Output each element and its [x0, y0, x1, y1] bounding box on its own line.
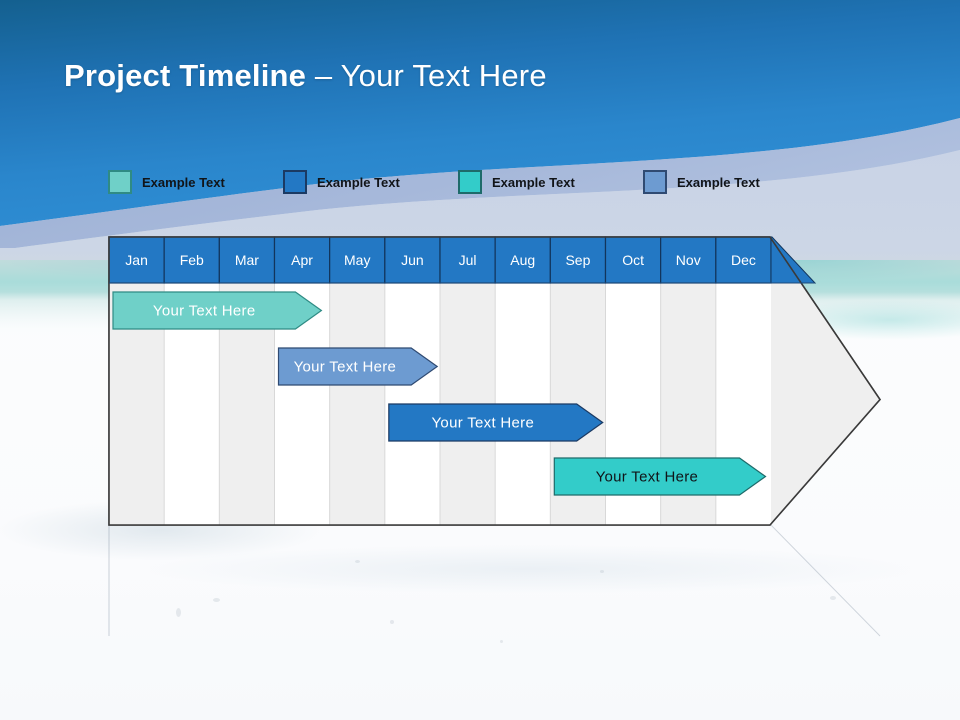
sand-speck [500, 640, 503, 643]
legend-item-label: Example Text [142, 174, 225, 190]
legend-swatch-icon [643, 170, 667, 194]
month-header-label: Jul [459, 252, 477, 268]
sand-speck [390, 620, 394, 624]
page-title-separator: – [306, 58, 341, 93]
legend-swatch-icon [283, 170, 307, 194]
timeline-bar[interactable]: Your Text Here [388, 403, 604, 442]
month-header-label: Jan [125, 252, 148, 268]
header-corner-wedge [770, 236, 817, 284]
timeline-bar[interactable]: Your Text Here [112, 291, 323, 330]
sand-speck [213, 598, 220, 602]
month-header-label: Oct [622, 252, 644, 268]
legend-swatch-icon [458, 170, 482, 194]
timeline-arrow-outline [108, 236, 882, 526]
month-header-label: Feb [180, 252, 204, 268]
timeline-bar-label: Your Text Here [432, 415, 535, 432]
sand-speck [176, 608, 181, 617]
month-header-label: Dec [731, 252, 756, 268]
timeline-bar[interactable]: Your Text Here [277, 347, 439, 386]
legend-swatch-icon [108, 170, 132, 194]
wave-band-low [0, 150, 960, 250]
month-header-cell[interactable] [604, 236, 662, 284]
timeline-bar-label: Your Text Here [153, 303, 256, 320]
month-header-label: Mar [235, 252, 259, 268]
month-header-label: Aug [510, 252, 535, 268]
page-title-light: Your Text Here [340, 58, 547, 93]
month-header-label: Nov [676, 252, 701, 268]
month-column [329, 282, 385, 525]
sand-speck [830, 596, 836, 600]
legend-item[interactable]: Example Text [108, 168, 225, 196]
month-header-label: Apr [291, 252, 313, 268]
month-header-cell[interactable] [439, 236, 496, 284]
legend-item-label: Example Text [317, 174, 400, 190]
arrow-head-fill [770, 282, 880, 525]
legend-item-label: Example Text [677, 174, 760, 190]
header-band [0, 0, 960, 250]
timeline-bar-shape [553, 457, 767, 496]
timeline-bar-shape [112, 291, 323, 330]
header-gradient-shape [0, 0, 960, 226]
sand-speck [355, 560, 360, 563]
legend-item[interactable]: Example Text [283, 168, 400, 196]
timeline-bar-shape [388, 403, 604, 442]
legend-item-label: Example Text [492, 174, 575, 190]
page-title-bold: Project Timeline [64, 58, 307, 93]
timeline-bar-label: Your Text Here [294, 359, 397, 376]
legend-item[interactable]: Example Text [458, 168, 575, 196]
page-title: Project Timeline – Your Text Here [64, 58, 547, 94]
month-header-label: May [344, 252, 370, 268]
timeline-bar[interactable]: Your Text Here [553, 457, 767, 496]
legend: Example Text Example Text Example Text E… [108, 168, 808, 198]
month-header-label: Sep [565, 252, 590, 268]
month-header-cell[interactable] [715, 236, 772, 284]
month-header-label: Jun [401, 252, 424, 268]
timeline-bar-label: Your Text Here [596, 469, 699, 486]
sand-speck [600, 570, 604, 573]
timeline-bar-shape [277, 347, 439, 386]
legend-item[interactable]: Example Text [643, 168, 760, 196]
